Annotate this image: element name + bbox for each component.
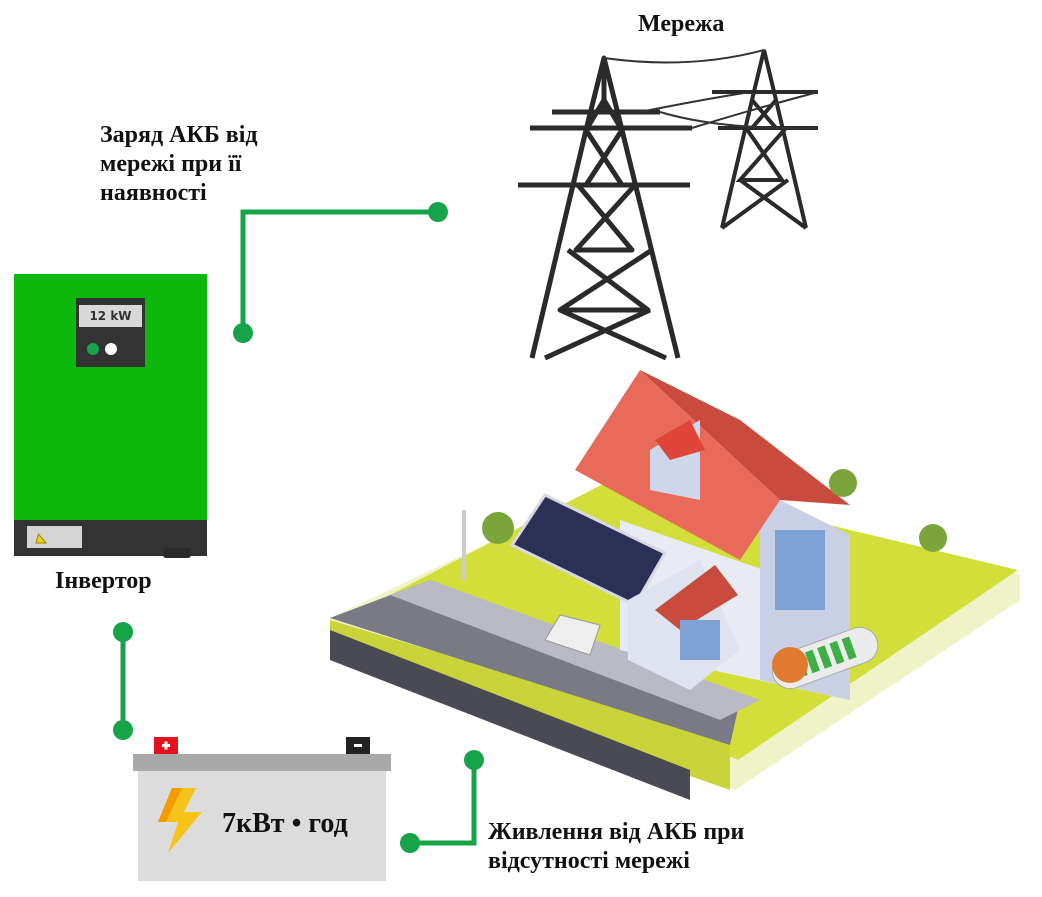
connector-dot [428, 202, 448, 222]
connector-dot [233, 323, 253, 343]
inverter-power-display: 12 kW [89, 309, 132, 323]
grid-label: Мережа [638, 11, 725, 37]
house-illustration [330, 370, 1020, 800]
power-lines [603, 49, 819, 130]
charge-from-grid-label: Заряд АКБ від мережі при її наявності [100, 122, 258, 206]
battery-house-connector [410, 760, 477, 846]
power-tower-small-icon [712, 49, 818, 230]
supply-from-battery-label: Живлення від АКБ при відсутності мережі [488, 819, 745, 874]
grid-charge-connector [240, 209, 438, 333]
battery-icon [133, 737, 391, 881]
battery-capacity-label: 7кВт • год [222, 808, 348, 839]
inverter-icon [14, 274, 207, 558]
inverter-label: Інвертор [55, 568, 152, 594]
power-tower-icon [518, 55, 692, 361]
